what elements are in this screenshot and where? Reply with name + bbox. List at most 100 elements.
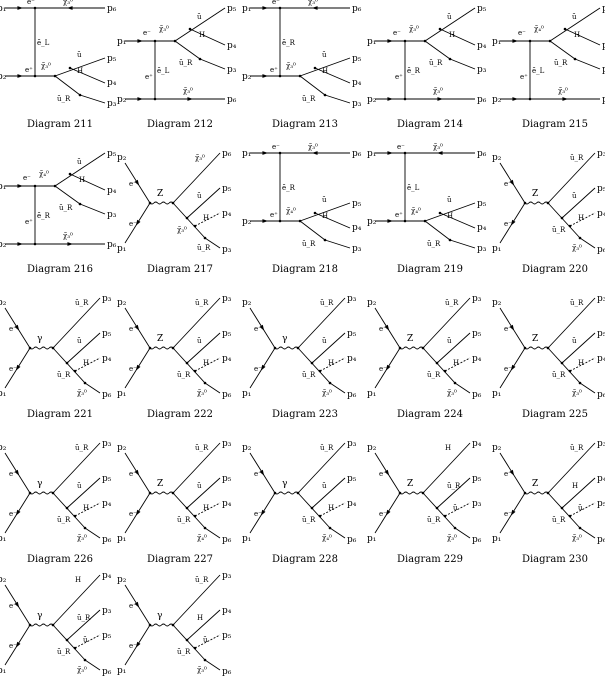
label-momentum: p₁ [242,534,251,544]
vertex-dot [28,346,32,350]
label-particle: e⁻ [9,365,17,373]
arrow-marker [262,151,269,155]
label-particle: e⁺ [395,211,403,219]
label-particle: e⁻ [129,365,137,373]
label-particle: ũ [453,504,458,512]
label-momentum: p₂ [0,72,7,82]
label-particle: e⁻ [272,143,280,151]
arrow-marker [17,184,24,188]
propagator-squark [299,220,326,241]
label-boson: γ [282,334,287,344]
label-momentum: p₁ [0,182,6,192]
vertex-dot [68,66,72,70]
arrow-marker [509,179,515,186]
label-momentum: p₂ [0,443,7,453]
label-boson: γ [157,611,162,621]
outgoing-line-top [52,574,101,626]
label-momentum: p₃ [347,294,357,304]
propagator-cascade [172,624,206,661]
outgoing-line-p6 [579,527,596,539]
label-particle: H [447,212,453,220]
diagram-caption: Diagram 229 [397,554,463,565]
outgoing-line-top [172,574,221,626]
label-particle: χ̃₃⁰ [409,24,419,33]
propagator-boson [274,491,299,495]
outgoing-line-p3 [449,58,476,70]
vertex-dot [328,526,332,530]
label-momentum: p₃ [347,439,357,449]
propagator-boson [149,201,174,205]
label-particle: H [83,504,89,512]
vertex-dot [323,93,327,97]
label-particle: ũ_R [429,59,443,67]
label-particle: χ̃₃⁰ [197,388,207,397]
label-particle: ẽ_L [407,184,420,192]
label-particle: χ̃₃⁰ [63,231,73,240]
label-particle: χ̃₃⁰ [183,86,193,95]
label-momentum: p₆ [222,149,232,159]
label-particle: e⁻ [379,365,387,373]
label-particle: H [197,614,203,622]
label-momentum: p₁ [0,666,6,676]
propagator-boson [524,491,549,495]
arrow-marker [385,364,391,371]
label-particle: ũ_R [195,444,209,452]
vertex-dot [185,216,189,220]
label-momentum: p₁ [367,389,376,399]
label-momentum: p₄ [107,186,117,196]
vertex-dot [203,526,207,530]
propagator-cascade [172,347,206,384]
vertex-dot [171,346,175,350]
label-particle: ũ [77,158,82,166]
arrow-marker [14,324,20,331]
vertex-dot [73,514,77,518]
vertex-dot [310,506,314,510]
outgoing-line-p5 [54,152,106,187]
label-momentum: p₂ [0,240,7,250]
label-momentum: p₁ [242,149,251,159]
label-particle: e⁻ [9,470,17,478]
label-momentum: p₃ [107,210,117,220]
outgoing-line-top [172,297,221,349]
diagram-219: p₁p₂e⁻e⁺χ̃₃⁰p₆ẽ_Lχ̃₄⁰ũHũ_Rp₅p₄p₃Diagram … [367,142,487,275]
label-particle: χ̃₃⁰ [308,142,318,151]
label-particle: ũ_R [75,444,89,452]
arrow-marker [137,97,144,101]
propagator-squark [54,75,81,96]
label-momentum: p₁ [117,666,126,676]
label-particle: χ̃₃⁰ [572,533,582,542]
vertex-dot [578,526,582,530]
outgoing-higgs-p4 [69,173,106,191]
vertex-dot [310,361,314,365]
label-momentum: p₆ [472,390,482,400]
propagator-cascade [297,347,331,384]
label-particle: e⁻ [379,470,387,478]
label-particle: H [578,359,584,367]
outgoing-line-p3 [199,58,226,70]
label-particle: ũ_R [177,516,191,524]
diagram-caption: Diagram 224 [397,409,463,420]
label-particle: e⁻ [9,325,17,333]
arrow-marker [262,6,269,10]
label-particle: ũ_R [77,614,91,622]
outgoing-higgs-p4 [74,357,101,372]
label-particle: e⁻ [129,325,137,333]
vertex-dot [185,638,189,642]
vertex-dot [33,184,37,188]
outgoing-line-p6 [204,382,221,394]
label-particle: χ̃₄⁰ [322,533,332,542]
arrow-marker [260,509,266,516]
label-particle: e⁻ [9,642,17,650]
label-momentum: p₆ [347,390,357,400]
arrow-marker [134,324,140,331]
outgoing-line-p6 [84,527,101,539]
outgoing-line-p5 [311,332,346,364]
outgoing-line-p6 [84,659,101,671]
label-momentum: p₄ [227,41,237,51]
label-momentum: p₆ [477,95,487,105]
label-particle: H [449,31,455,39]
propagator-cascade [422,492,456,529]
outgoing-line-p6 [204,659,221,671]
outgoing-line-p3 [324,239,351,249]
propagator-boson [29,346,54,350]
